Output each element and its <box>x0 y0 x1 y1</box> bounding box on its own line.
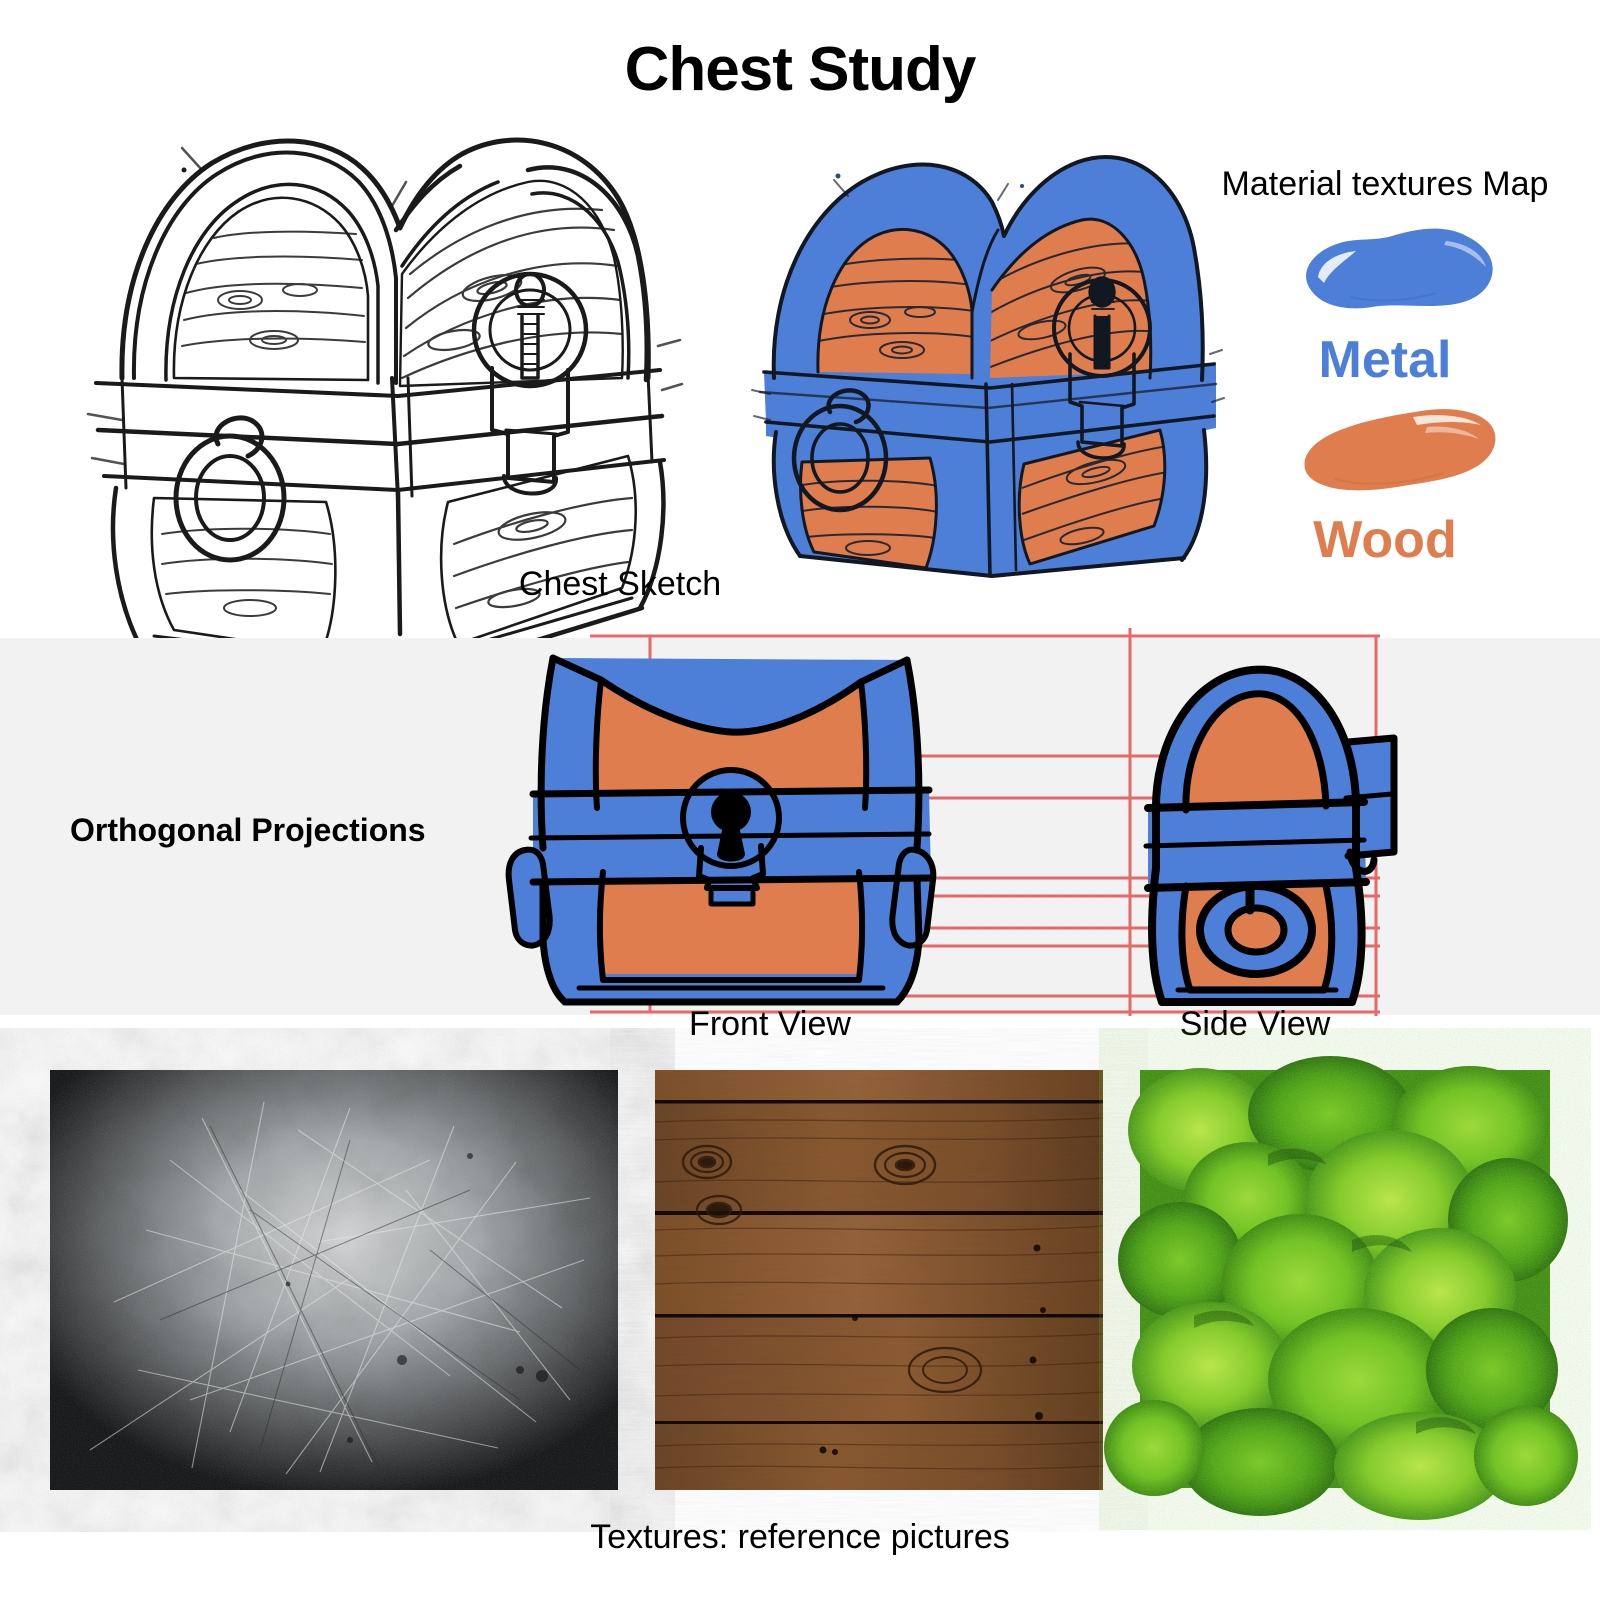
metal-texture-photo <box>50 1070 618 1490</box>
side-view-svg <box>1143 665 1398 1006</box>
chest-sketch-colored <box>730 140 1225 578</box>
front-view-drawing <box>495 640 965 1010</box>
wood-swatch-label: Wood <box>1313 511 1457 569</box>
material-map-title: Material textures Map <box>1221 165 1549 203</box>
material-textures-map: Material textures Map Metal Wood <box>1190 165 1580 595</box>
chest-sketch-caption: Chest Sketch <box>518 565 722 603</box>
front-view-svg <box>505 654 937 1006</box>
front-view-caption: Front View <box>689 1005 851 1043</box>
metal-swatch <box>1290 223 1500 323</box>
moss-texture-photo <box>1104 1056 1578 1520</box>
wood-swatch-brushstroke <box>1304 409 1496 491</box>
side-view-drawing <box>1120 638 1430 1013</box>
textures-caption: Textures: reference pictures <box>590 1518 1010 1556</box>
orthogonal-projections-title: Orthogonal Projections <box>70 812 426 848</box>
wood-texture-photo-svg <box>654 1070 1104 1490</box>
metal-swatch-brushstroke <box>1306 228 1493 309</box>
metal-texture-photo-svg <box>50 1070 618 1490</box>
chest-sketch-monochrome <box>62 78 684 685</box>
chest-sketch-colored-drawing <box>751 155 1225 578</box>
page-title: Chest Study <box>624 35 977 104</box>
moss-texture-photo-svg <box>1104 1056 1578 1520</box>
wood-texture-photo <box>654 1070 1104 1490</box>
side-view-caption: Side View <box>1179 1005 1331 1043</box>
metal-swatch-label: Metal <box>1318 331 1452 389</box>
chest-sketch-monochrome-drawing <box>86 137 684 685</box>
wood-swatch <box>1295 403 1505 503</box>
